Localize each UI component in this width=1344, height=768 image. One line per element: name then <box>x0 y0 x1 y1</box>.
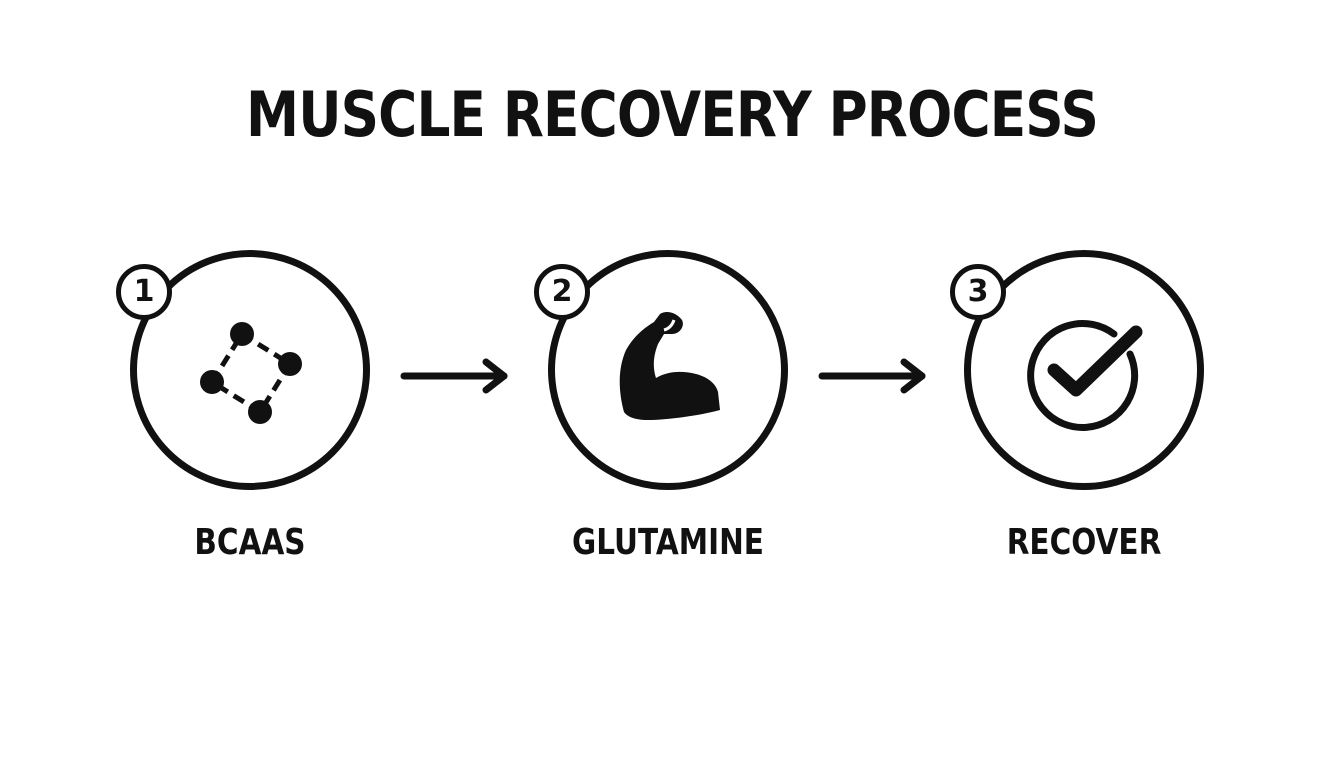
arrow-right-icon <box>818 358 926 394</box>
step-label-glutamine: GLUTAMINE <box>572 522 764 563</box>
arrow-right-icon <box>400 358 508 394</box>
step-1: 1 <box>116 250 370 490</box>
step-3: 3 <box>950 250 1204 490</box>
step-2: 2 <box>534 250 788 490</box>
step-number-badge: 2 <box>534 264 590 320</box>
page-title: MUSCLE RECOVERY PROCESS <box>245 78 1099 151</box>
step-number-badge: 3 <box>950 264 1006 320</box>
step-label-bcaas: BCAAS <box>194 522 306 563</box>
checkmark-circle-icon <box>1027 320 1143 431</box>
step-number-badge: 1 <box>116 264 172 320</box>
step-label-recover: RECOVER <box>1006 522 1162 563</box>
flexed-bicep-icon <box>619 312 720 420</box>
molecule-icon <box>200 322 302 424</box>
